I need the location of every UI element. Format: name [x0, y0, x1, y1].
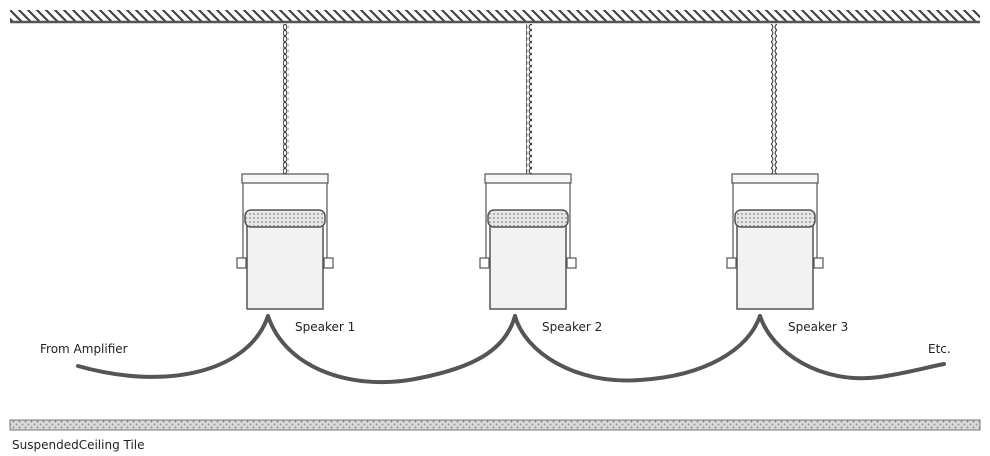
speaker-3-grille — [734, 209, 816, 228]
speaker-1-grille — [244, 209, 326, 228]
speaker-2-bracket — [484, 173, 572, 184]
speaker-3-label: Speaker 3 — [788, 320, 848, 334]
speaker-1-body — [246, 221, 324, 310]
speaker-2-label: Speaker 2 — [542, 320, 602, 334]
speaker-3 — [726, 24, 824, 310]
ceiling-tile-label: SuspendedCeiling Tile — [12, 438, 145, 452]
speaker-3-bracket — [731, 173, 819, 184]
continuation-label: Etc. — [928, 342, 951, 356]
speaker-2-grille — [487, 209, 569, 228]
speaker-3-chain — [771, 24, 777, 179]
speaker-1-bracket — [241, 173, 329, 184]
ceiling-tile — [9, 419, 981, 431]
speaker-2-body — [489, 221, 567, 310]
speaker-cable — [76, 314, 946, 385]
ceiling-slab — [10, 10, 980, 24]
speaker-1 — [236, 24, 334, 310]
speaker-1-chain — [283, 24, 289, 179]
speaker-2 — [479, 24, 577, 310]
source-label: From Amplifier — [40, 342, 128, 356]
speaker-3-body — [736, 221, 814, 310]
speaker-2-chain — [526, 24, 532, 179]
speaker-1-label: Speaker 1 — [295, 320, 355, 334]
